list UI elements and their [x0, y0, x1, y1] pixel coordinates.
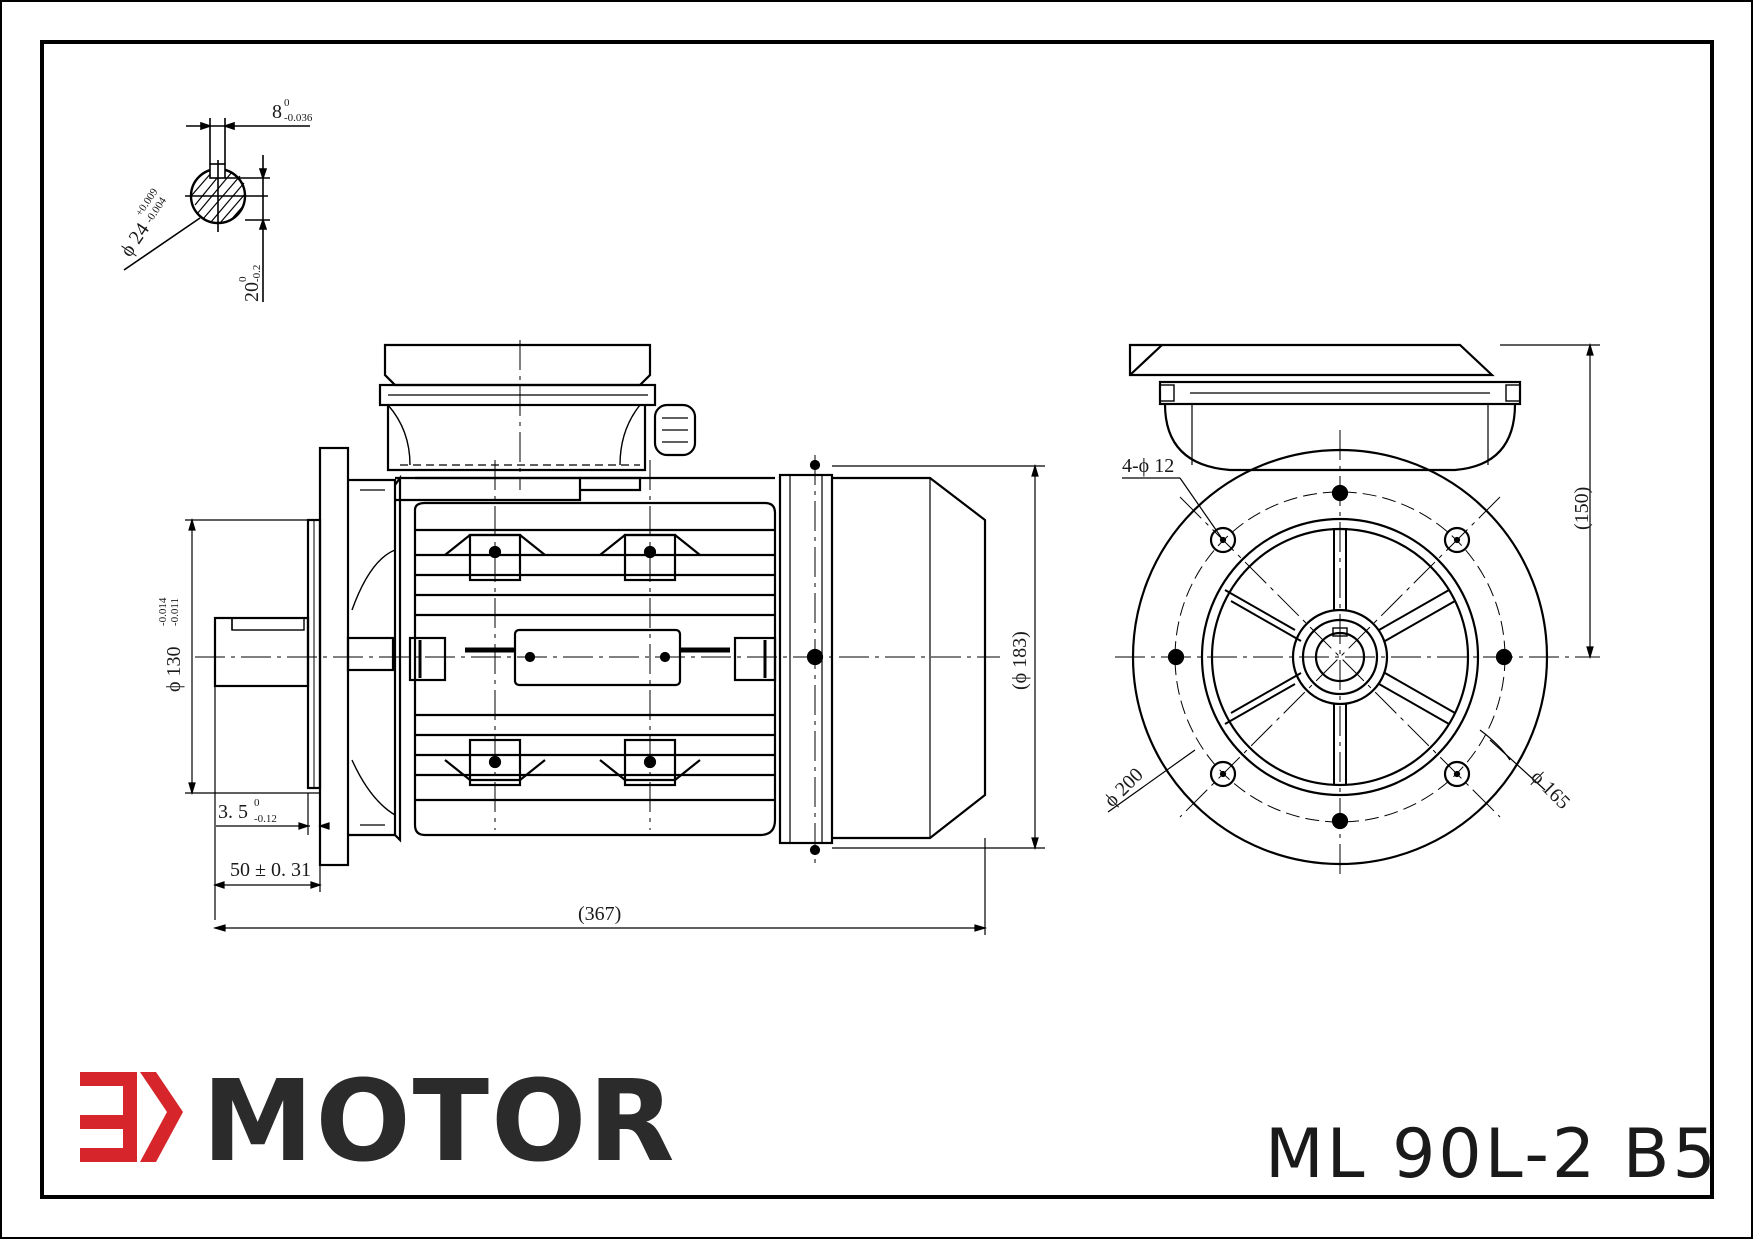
shaft-diameter-value: ϕ 24 — [116, 219, 154, 261]
overall-length-value: (367) — [578, 903, 621, 925]
model-designation: ML 90L-2 B5 — [1265, 1115, 1719, 1194]
key-height-upper-tolerance: 0 — [237, 276, 249, 282]
end-view-height-value: (150) — [1571, 487, 1593, 530]
key-height-lower-tolerance: -0.2 — [251, 265, 263, 282]
spigot-depth-lower-tolerance: -0.12 — [254, 813, 277, 825]
fan-cover — [832, 476, 987, 840]
shaft-length-value: 50 ± 0. 31 — [230, 859, 311, 881]
side-view-dimensions — [185, 463, 1045, 935]
key-width-lower-tolerance: -0.036 — [284, 112, 313, 124]
fan-cover-diameter-value: (ϕ 183) — [1009, 631, 1031, 690]
end-view-centerlines — [1115, 430, 1600, 880]
pitch-circle-diameter-value: ϕ 165 — [1526, 766, 1574, 814]
shaft-key-section — [123, 118, 310, 302]
output-shaft — [213, 616, 310, 688]
key-width-upper-tolerance: 0 — [284, 97, 290, 109]
spigot-depth-value: 3. 5 — [218, 801, 248, 823]
brand-mark-3k — [80, 1072, 183, 1162]
spigot-depth-upper-tolerance: 0 — [254, 797, 260, 809]
key-height-value: 20 — [241, 282, 263, 302]
flange-diameter-value: ϕ 200 — [1100, 764, 1148, 812]
end-view-dimensions — [1107, 342, 1600, 813]
spigot-upper-tolerance: -0.014 — [157, 597, 169, 626]
mounting-holes-label: 4-ϕ 12 — [1122, 455, 1174, 477]
key-width-value: 8 — [272, 101, 282, 123]
motor-end-view — [1128, 343, 1549, 866]
brand-logo: MOTOR — [80, 1057, 677, 1187]
side-view-centerlines — [195, 340, 1000, 865]
spigot-diameter-value: ϕ 130 — [163, 646, 185, 692]
motor-side-view — [213, 343, 987, 867]
drawing-frame — [40, 40, 1714, 1199]
brand-name: MOTOR — [202, 1057, 677, 1187]
end-bell-ring — [778, 473, 834, 845]
spigot-lower-tolerance: -0.011 — [169, 598, 181, 626]
